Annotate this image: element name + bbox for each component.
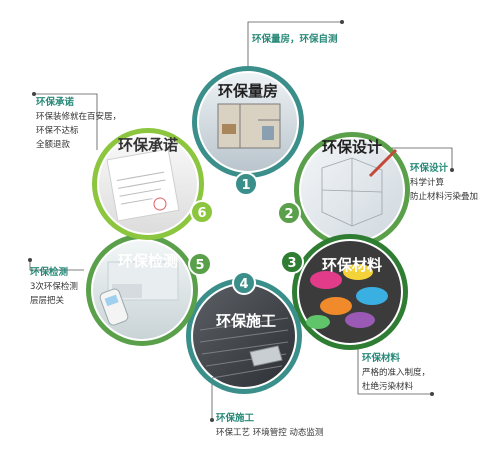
step-5-callout-line: 层层把关 [30,296,65,306]
step-6-callout-line: 全额退款 [36,140,71,150]
step-5-callout-line: 3次环保检测 [30,282,78,292]
step-3-callout-title: 环保材料 [362,353,401,364]
step-1-callout-title: 环保量房，环保自测 [252,34,338,45]
step-6-callout-title: 环保承诺 [36,97,75,108]
step-2-callout-title: 环保设计 [410,163,449,174]
step-3-callout: 环保材料 严格的准入制度， 杜绝污染材料 [362,352,430,394]
step-6-callout-line: 环保不达标 [36,126,79,136]
step-1-callout: 环保量房，环保自测 [252,33,338,47]
step-6-number: 6 [197,206,206,221]
leader-dots [28,20,454,422]
step-2-number: 2 [284,207,293,222]
step-2-callout-line: 防止材料污染叠加 [410,192,479,202]
step-4-number: 4 [239,277,248,292]
step-2-title: 环保设计 [322,138,382,156]
step-2-callout-line: 科学计算 [410,178,445,188]
step-4-circle [186,278,302,394]
step-5-circle [86,234,198,346]
step-2-circle [294,132,410,248]
step-6-title: 环保承诺 [118,136,178,154]
step-1-circle [192,66,304,178]
step-5-callout-title: 环保检测 [30,267,69,278]
step-2-callout: 环保设计 科学计算 防止材料污染叠加 [410,162,478,204]
step-3-callout-line: 严格的准入制度， [362,368,431,378]
step-6-circle [92,128,204,240]
step-3-number: 3 [287,256,296,271]
step-1-title: 环保量房 [218,82,278,100]
step-6-callout-line: 环保装修就在百安居， [36,112,122,122]
step-3-title: 环保材料 [322,256,382,274]
step-4-title: 环保施工 [216,312,276,330]
step-5-number: 5 [195,258,204,273]
step-3-circle [292,234,408,350]
number-badges [188,172,304,295]
step-5-callout: 环保检测 3次环保检测 层层把关 [30,266,78,308]
step-3-callout-line: 杜绝污染材料 [362,382,414,392]
step-4-callout-line: 环保工艺 环境管控 动态监测 [216,428,324,438]
step-1-number: 1 [241,178,250,193]
step-6-callout: 环保承诺 环保装修就在百安居， 环保不达标 全额退款 [36,96,121,152]
step-4-callout: 环保施工 环保工艺 环境管控 动态监测 [216,412,323,440]
step-4-callout-title: 环保施工 [216,413,255,424]
step-5-title: 环保检测 [118,252,178,270]
